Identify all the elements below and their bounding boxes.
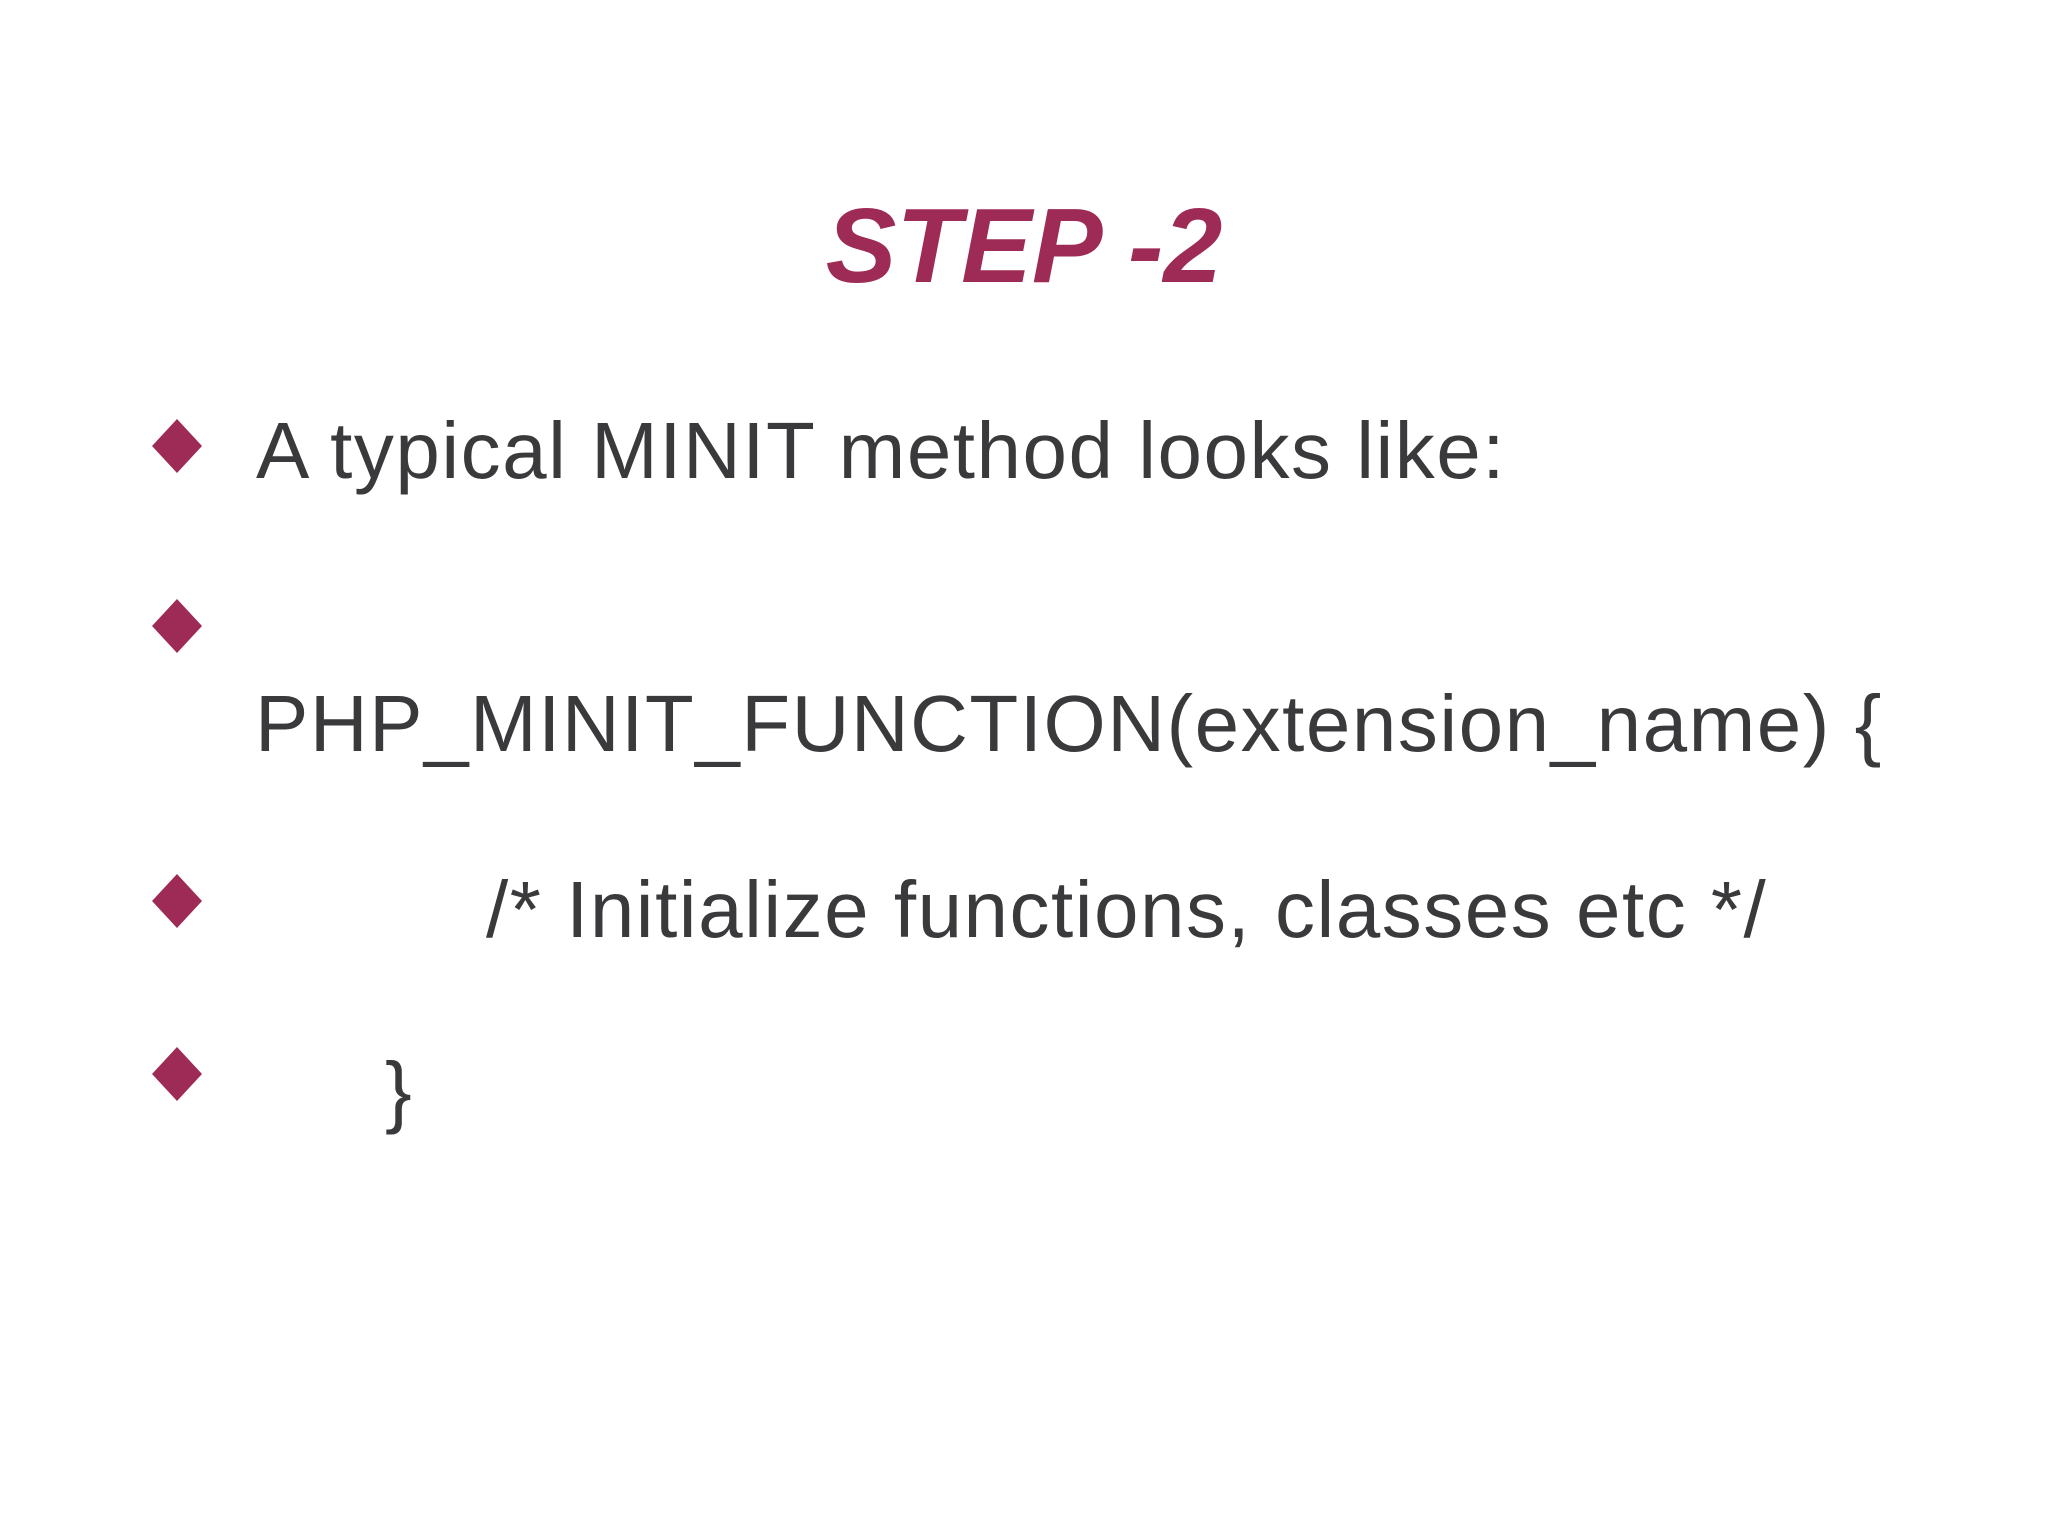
bullet-text-code-signature: PHP_MINIT_FUNCTION(extension_name) {	[255, 679, 1883, 768]
bullet-text-code-closing-brace: }	[385, 1046, 414, 1135]
bullet-diamond-icon	[152, 1047, 202, 1101]
bullet-text-code-comment: /* Initialize functions, classes etc */	[486, 865, 1768, 954]
slide-title: STEP -2	[825, 187, 1223, 305]
bullet-diamond-icon	[152, 419, 202, 473]
bullet-diamond-icon	[152, 599, 202, 653]
bullet-text-intro: A typical MINIT method looks like:	[256, 406, 1506, 495]
bullet-diamond-icon	[152, 874, 202, 928]
